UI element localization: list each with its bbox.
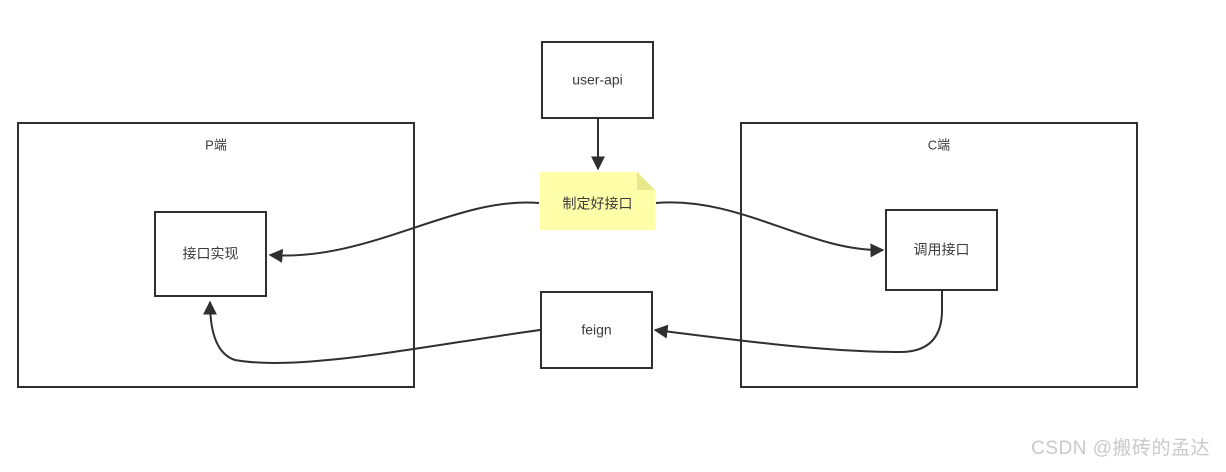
note-protocol-label: 制定好接口 (563, 196, 633, 212)
container-consumer-side-label: C端 (928, 137, 950, 152)
node-interface-impl[interactable]: 接口实现 (154, 211, 267, 297)
node-feign[interactable]: feign (540, 291, 653, 369)
node-user-api[interactable]: user-api (541, 41, 654, 119)
note-protocol[interactable]: 制定好接口 (540, 172, 655, 230)
node-feign-rect (540, 291, 653, 369)
edge-feign-to-interface-impl (203, 300, 541, 364)
container-provider-side-label: P端 (205, 137, 227, 152)
node-call-interface-rect (885, 209, 998, 291)
node-interface-impl-rect (154, 211, 267, 297)
container-consumer-side[interactable]: C端 (740, 122, 1138, 388)
note-protocol-fold-icon (637, 172, 655, 190)
container-consumer-side-rect (740, 122, 1138, 388)
edge-note-to-call-interface (655, 201, 885, 258)
edge-call-interface-to-feign (653, 290, 943, 354)
node-call-interface-label: 调用接口 (914, 242, 970, 258)
edge-note-to-interface-impl (268, 201, 540, 263)
node-feign-label: feign (581, 322, 611, 338)
watermark-text: CSDN @搬砖的孟达 (1031, 438, 1210, 459)
note-protocol-body (540, 172, 655, 230)
node-user-api-rect (541, 41, 654, 119)
node-call-interface[interactable]: 调用接口 (885, 209, 998, 291)
node-user-api-label: user-api (572, 72, 623, 88)
node-interface-impl-label: 接口实现 (183, 246, 239, 262)
